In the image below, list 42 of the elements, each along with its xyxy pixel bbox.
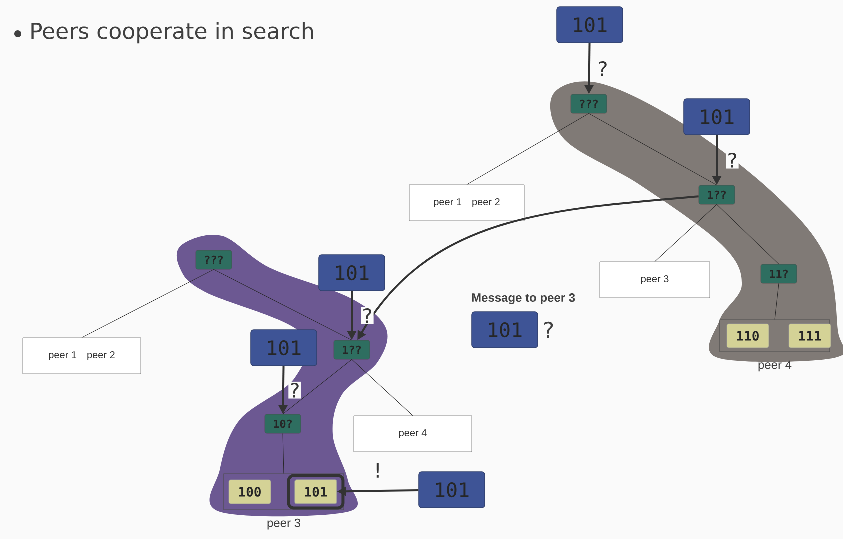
prefix-box: 1?? [698, 185, 736, 205]
tree-line [214, 269, 352, 341]
prefix-box: 1?? [334, 340, 370, 360]
query-box: 101 [418, 472, 486, 508]
query-box: 101 [684, 98, 750, 136]
edge-label: ! [376, 463, 379, 478]
query-box: 101 [250, 330, 318, 366]
key-box: 110 [726, 324, 770, 348]
tree-line [282, 433, 284, 474]
prefix-box: ??? [570, 94, 608, 114]
tree-line [654, 204, 718, 262]
peer-box: peer 4 [354, 416, 472, 452]
key-box: 100 [228, 480, 272, 504]
peer-box: peer 1 peer 2 [22, 338, 142, 374]
key-box: 111 [788, 324, 832, 348]
query-box: 101 [318, 254, 386, 292]
tree-line [466, 113, 590, 186]
query-box: 101 [556, 6, 624, 44]
key-box: 101 [294, 480, 338, 504]
query-box: 101 [472, 312, 538, 348]
leaf-group-box [224, 474, 344, 510]
peer-box: peer 1 peer 2 [409, 184, 525, 222]
heading: Peers cooperate in search [32, 22, 314, 44]
prefix-box: 11? [760, 264, 798, 284]
edge-label: ? [599, 61, 607, 76]
prefix-box: ??? [196, 250, 232, 270]
tree-line [352, 359, 414, 416]
question-mark: ? [544, 322, 554, 338]
tree-line [774, 283, 780, 320]
peer-label: peer 4 [758, 360, 792, 372]
tree-line [82, 269, 214, 338]
prefix-box: 10? [264, 414, 302, 434]
leaf-group-box [720, 320, 830, 352]
edge-label: ? [291, 382, 299, 398]
message-label: Message to peer 3 [472, 294, 576, 304]
tree-line [716, 204, 780, 265]
edge-label: ? [728, 152, 736, 168]
peer-box: peer 3 [600, 262, 710, 298]
tree-line [282, 359, 352, 415]
peer-label: peer 3 [268, 518, 300, 530]
edge-label: ? [364, 308, 372, 324]
tree-line [588, 113, 718, 186]
